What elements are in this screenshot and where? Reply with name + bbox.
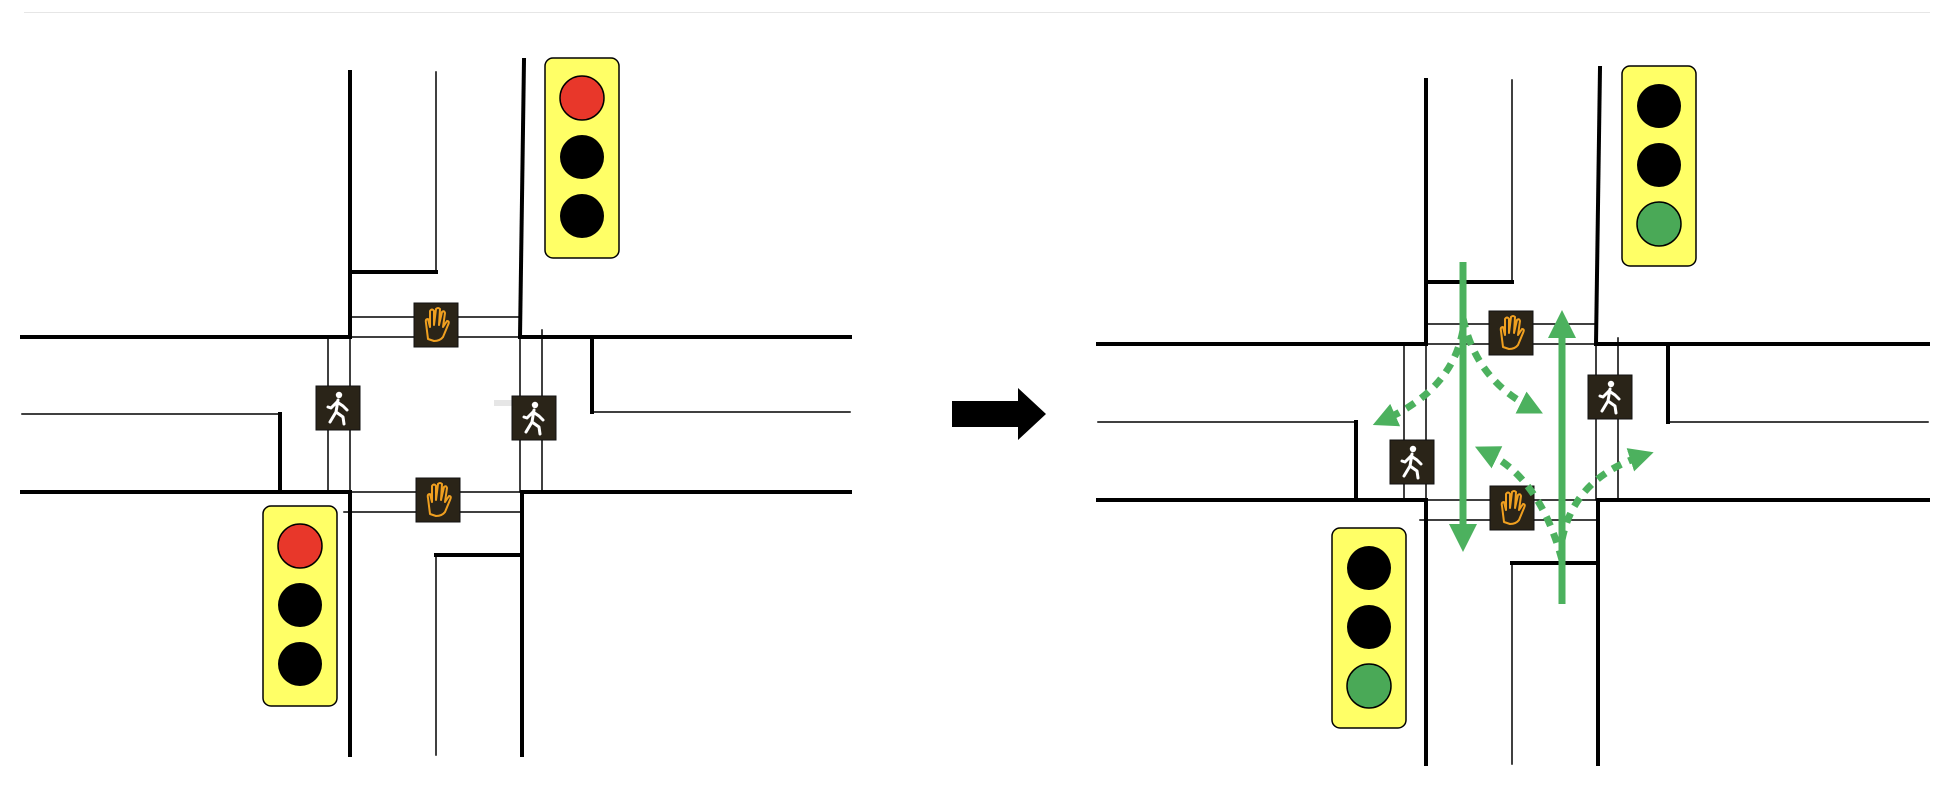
red-lamp — [277, 523, 323, 569]
movement-arrows — [1372, 262, 1654, 604]
walk-person-icon — [314, 384, 362, 432]
walk-person-icon — [1586, 373, 1634, 421]
red-lamp — [1637, 84, 1681, 128]
yellow-lamp — [1347, 605, 1391, 649]
traffic-light-icon — [1621, 65, 1697, 267]
arrow-right-icon — [952, 388, 1046, 440]
green-lamp — [560, 194, 604, 238]
dont-walk-hand-icon — [1488, 310, 1534, 356]
turn-arrow-left — [1474, 446, 1566, 561]
red-lamp — [1347, 546, 1391, 590]
turn-arrow-left — [1372, 329, 1467, 427]
walk-person-icon — [1388, 438, 1436, 486]
traffic-light-icon — [1331, 527, 1407, 729]
dont-walk-hand-icon — [1489, 485, 1535, 531]
dont-walk-hand-icon — [415, 477, 461, 523]
after-intersection — [1096, 65, 1930, 766]
traffic-light-icon — [262, 505, 338, 707]
top-divider — [24, 12, 1930, 13]
green-lamp — [1346, 663, 1392, 709]
walk-person-icon — [510, 394, 558, 442]
red-lamp — [559, 75, 605, 121]
green-lamp — [1636, 201, 1682, 247]
dont-walk-hand-icon — [413, 302, 459, 348]
yellow-lamp — [560, 135, 604, 179]
green-lamp — [278, 642, 322, 686]
crosswalk-marking — [494, 400, 516, 406]
yellow-lamp — [278, 583, 322, 627]
turn-arrow-right — [1459, 317, 1543, 414]
turn-arrow-right — [1558, 448, 1654, 541]
before-intersection — [20, 57, 852, 757]
yellow-lamp — [1637, 143, 1681, 187]
traffic-light-icon — [544, 57, 620, 259]
